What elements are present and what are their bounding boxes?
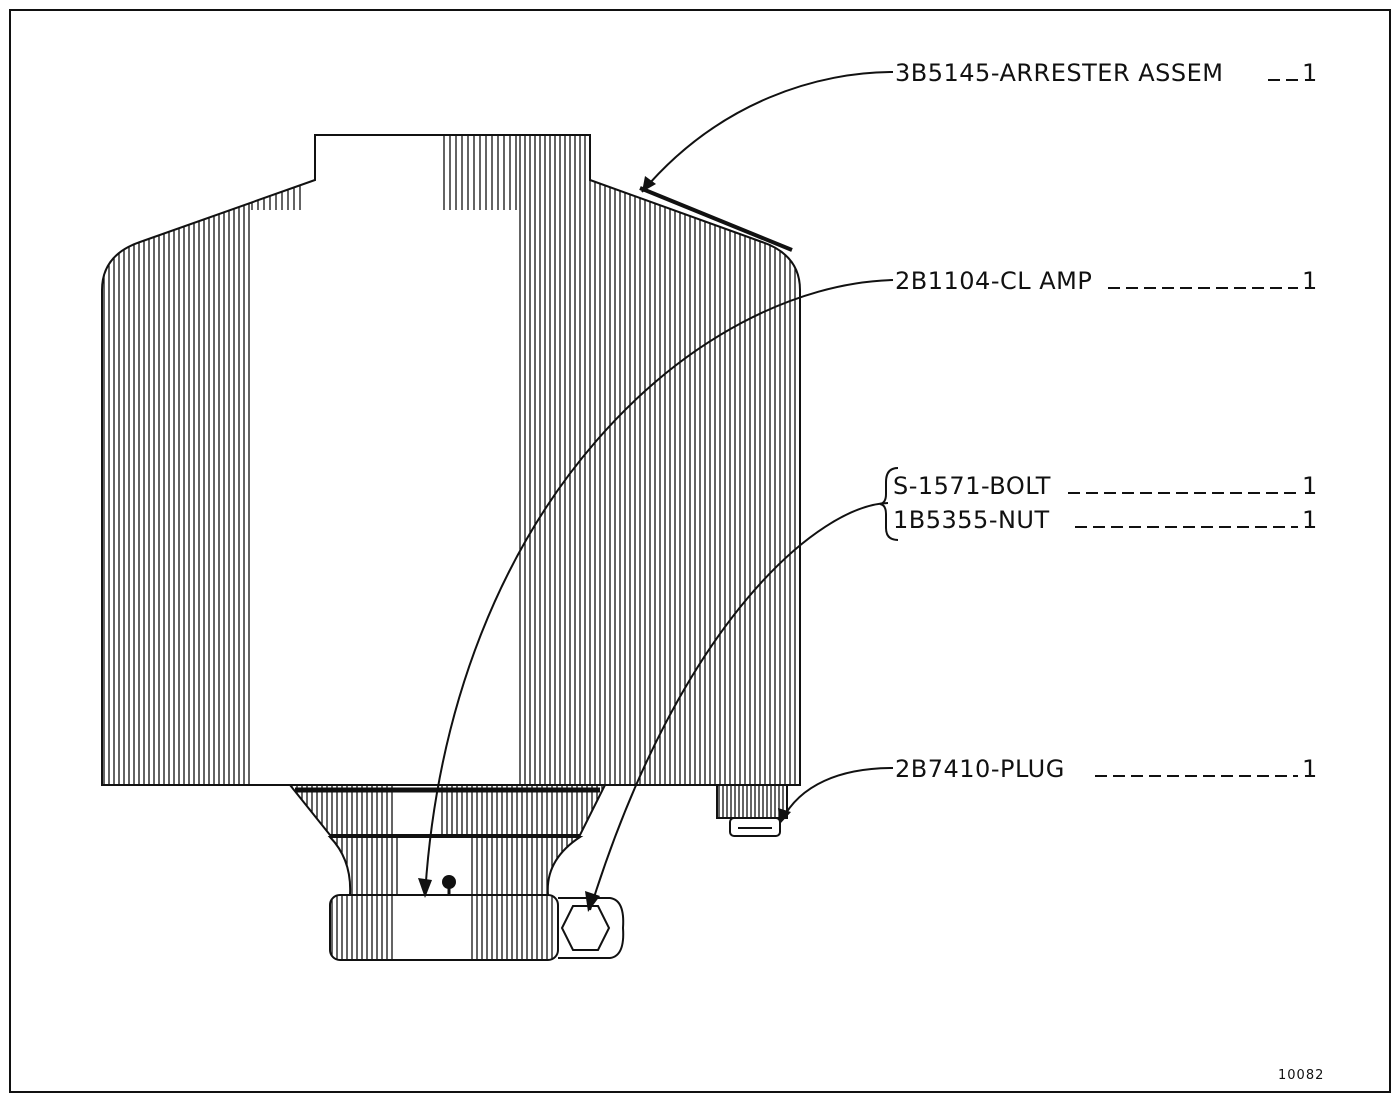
callout-plug-qty: 1 — [1302, 755, 1318, 783]
callout-arrester-part: 3B5145-ARRESTER ASSEM — [895, 59, 1224, 87]
callout-clamp-part: 2B1104-CL AMP — [895, 267, 1092, 295]
bolt-nut-brace — [879, 467, 899, 541]
drawing-frame — [9, 9, 1391, 1093]
callout-nut: 1B5355-NUT 1 — [893, 506, 1318, 534]
arrester-body — [101, 134, 801, 786]
callout-arrester-qty: 1 — [1302, 59, 1318, 87]
leader-lines — [418, 71, 899, 912]
plug-part — [716, 784, 788, 837]
callout-arrester: 3B5145-ARRESTER ASSEM 1 — [895, 59, 1318, 87]
drawing-number: 10082 — [1278, 1068, 1324, 1083]
arrester-neck — [287, 784, 607, 838]
callout-bolt-qty: 1 — [1302, 472, 1318, 500]
arrester-leader — [641, 71, 894, 193]
callout-nut-part: 1B5355-NUT — [893, 506, 1050, 534]
arrester-collar — [327, 836, 584, 896]
callout-clamp-qty: 1 — [1302, 267, 1318, 295]
clamp-leader — [424, 279, 894, 896]
plug-leader — [781, 767, 894, 821]
callout-bolt: S-1571-BOLT 1 — [893, 472, 1318, 500]
callout-plug-part: 2B7410-PLUG — [895, 755, 1065, 783]
callout-plug: 2B7410-PLUG 1 — [895, 755, 1318, 783]
bolt-nut-leader — [589, 502, 889, 911]
bolt-head — [560, 905, 611, 951]
callout-bolt-part: S-1571-BOLT — [893, 472, 1051, 500]
callout-clamp: 2B1104-CL AMP 1 — [895, 267, 1318, 295]
callout-nut-qty: 1 — [1302, 506, 1318, 534]
clamp-ring — [329, 894, 625, 961]
